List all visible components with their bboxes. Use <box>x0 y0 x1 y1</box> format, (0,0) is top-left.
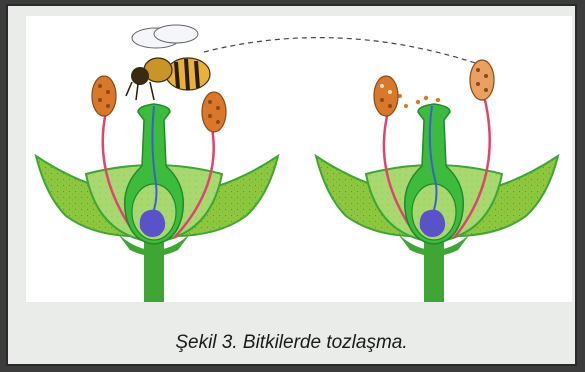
anther-left-b-icon <box>202 92 226 132</box>
pollination-illustration <box>26 16 572 302</box>
anther-left-a-icon <box>92 76 116 116</box>
stem-right <box>424 238 444 302</box>
bee-wing-2 <box>154 25 198 43</box>
bee-flight-path <box>204 38 496 70</box>
bee-icon <box>126 25 210 100</box>
anther-right-b-icon <box>470 60 494 100</box>
ovule-right <box>420 210 445 237</box>
anther-right-a-icon <box>374 76 398 116</box>
stem-left <box>144 238 164 302</box>
bee-head <box>131 67 149 85</box>
figure-caption: Şekil 3. Bitkilerde tozlaşma. <box>14 332 569 354</box>
pollination-diagram <box>26 16 572 302</box>
flower-right-icon <box>316 60 558 302</box>
flower-left-icon <box>36 76 278 302</box>
figure-frame: Şekil 3. Bitkilerde tozlaşma. <box>6 4 577 366</box>
ovule-left <box>140 210 165 237</box>
